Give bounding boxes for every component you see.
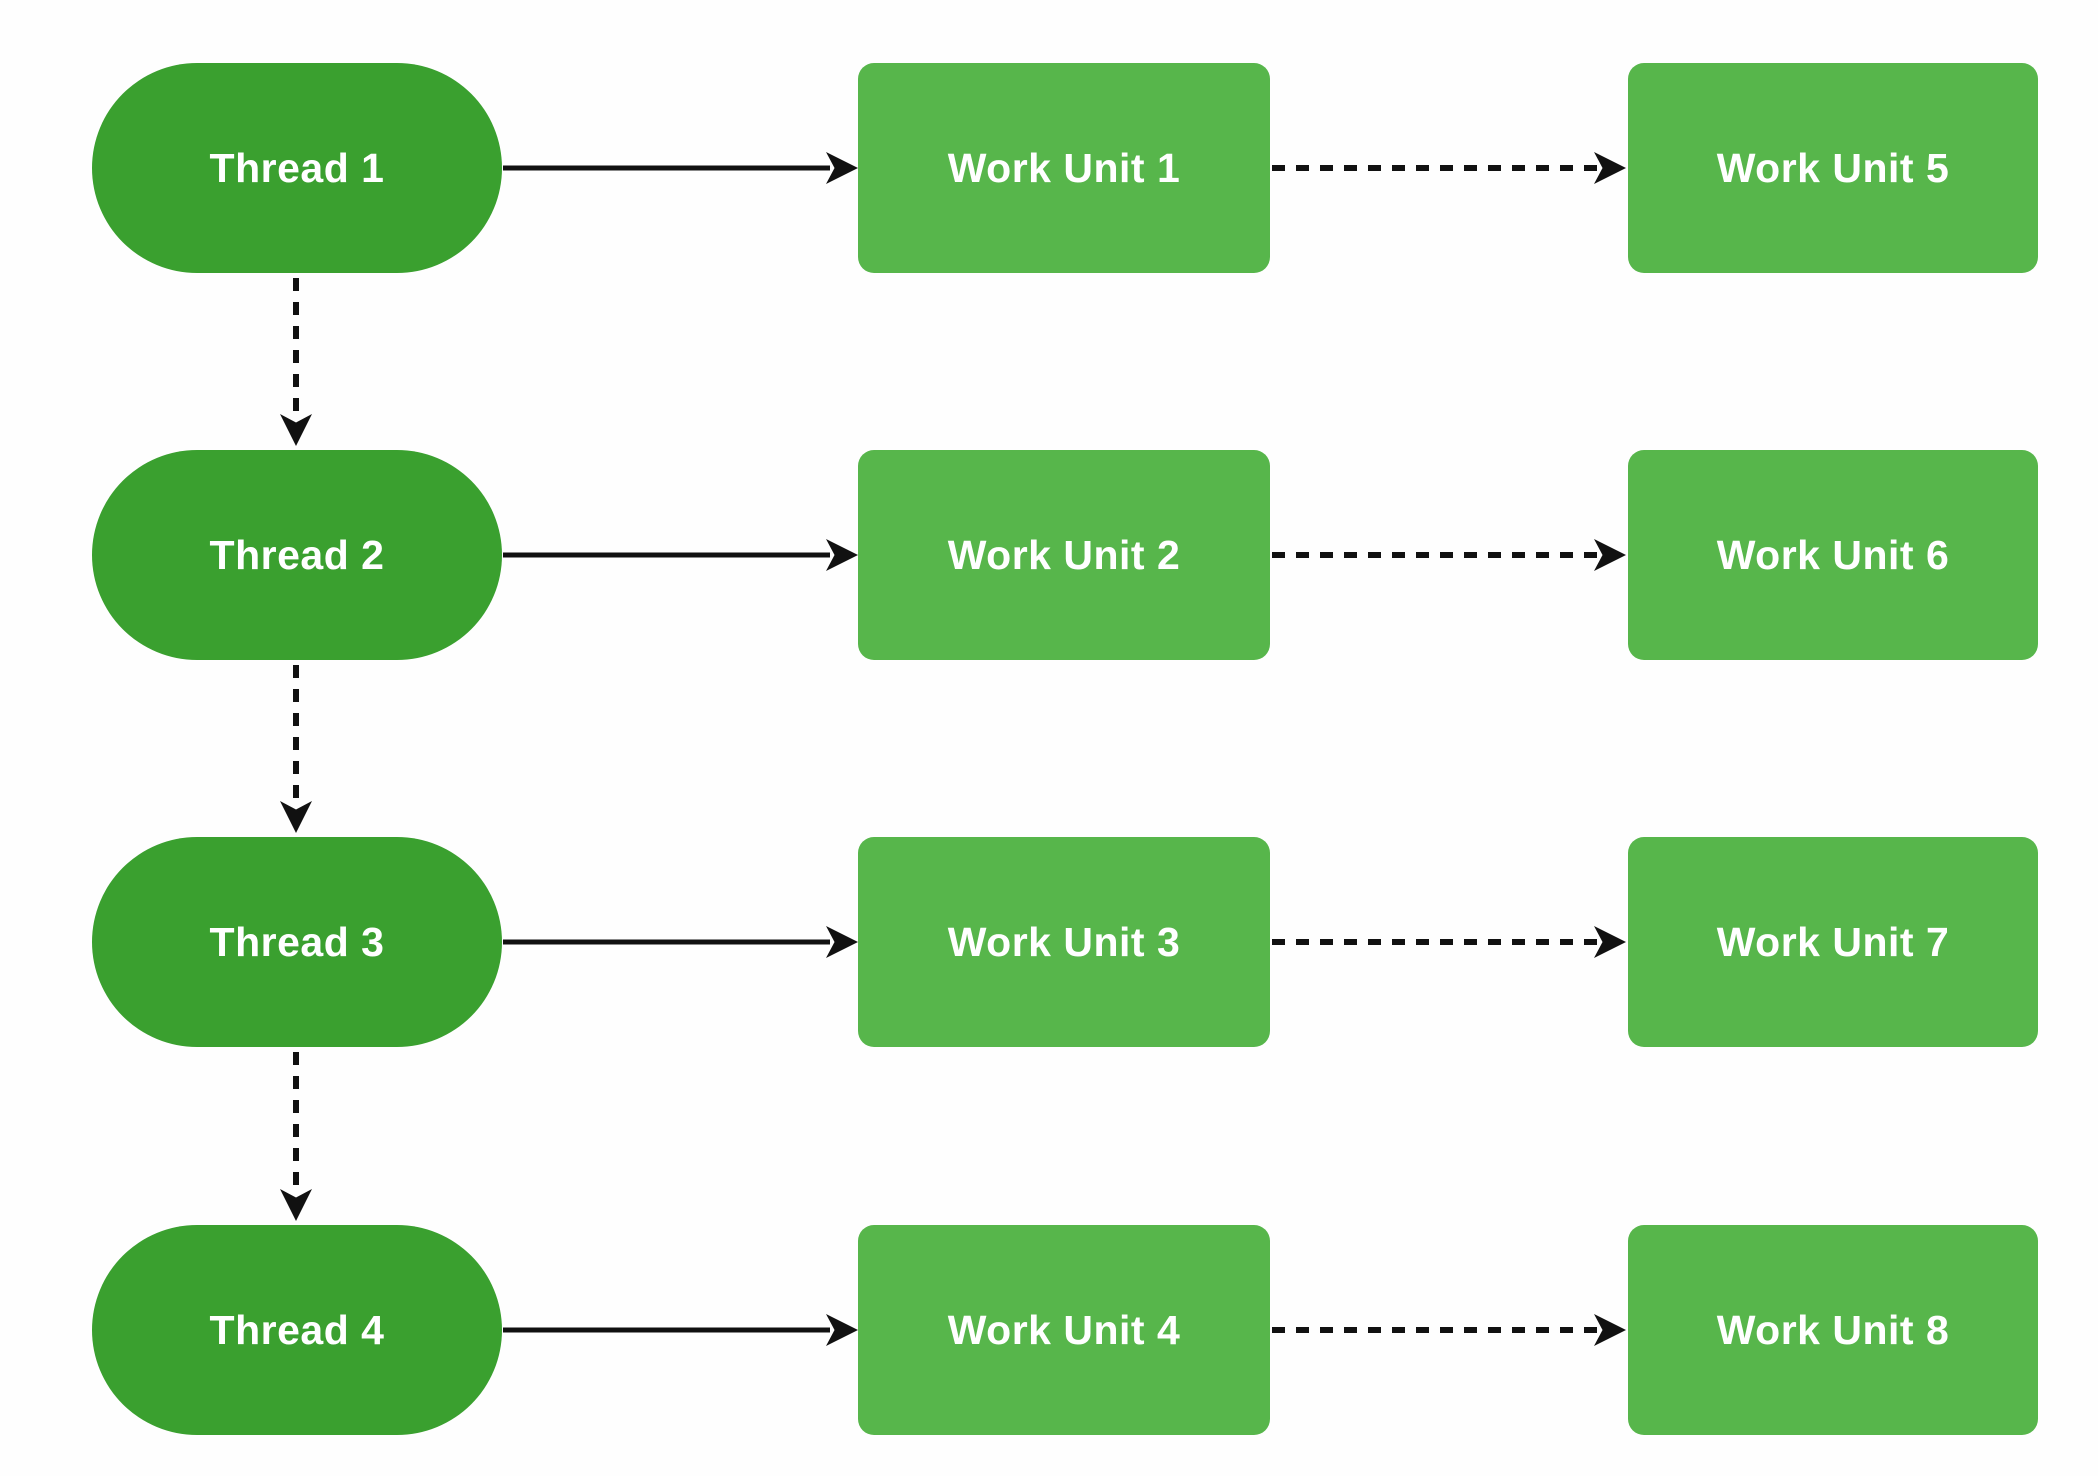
work-unit-7-node: Work Unit 7 bbox=[1628, 837, 2038, 1047]
work-unit-1-label: Work Unit 1 bbox=[947, 144, 1181, 191]
work-unit-8-label: Work Unit 8 bbox=[1716, 1306, 1950, 1353]
work-unit-6-label: Work Unit 6 bbox=[1716, 531, 1950, 578]
work-unit-6-node: Work Unit 6 bbox=[1628, 450, 2038, 660]
work-unit-7-label: Work Unit 7 bbox=[1716, 918, 1950, 965]
thread-2-node: Thread 2 bbox=[92, 450, 502, 660]
work-unit-5-label: Work Unit 5 bbox=[1716, 144, 1950, 191]
work-unit-4-label: Work Unit 4 bbox=[947, 1306, 1181, 1353]
thread-4-node: Thread 4 bbox=[92, 1225, 502, 1435]
work-unit-2-label: Work Unit 2 bbox=[947, 531, 1181, 578]
work-unit-4-node: Work Unit 4 bbox=[858, 1225, 1270, 1435]
work-unit-8-node: Work Unit 8 bbox=[1628, 1225, 2038, 1435]
thread-1-node: Thread 1 bbox=[92, 63, 502, 273]
work-unit-3-label: Work Unit 3 bbox=[947, 918, 1181, 965]
thread-3-label: Thread 3 bbox=[209, 918, 385, 965]
thread-2-label: Thread 2 bbox=[209, 531, 385, 578]
work-unit-3-node: Work Unit 3 bbox=[858, 837, 1270, 1047]
thread-3-node: Thread 3 bbox=[92, 837, 502, 1047]
work-unit-5-node: Work Unit 5 bbox=[1628, 63, 2038, 273]
thread-1-label: Thread 1 bbox=[209, 144, 385, 191]
thread-4-label: Thread 4 bbox=[209, 1306, 385, 1353]
work-unit-2-node: Work Unit 2 bbox=[858, 450, 1270, 660]
work-unit-1-node: Work Unit 1 bbox=[858, 63, 1270, 273]
